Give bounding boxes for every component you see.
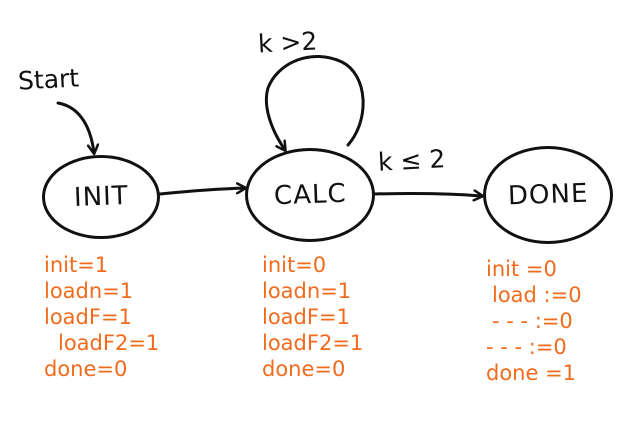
- output-line: init =0: [486, 257, 557, 281]
- init-to-calc-arrow: [158, 188, 245, 196]
- output-line: loadn=1: [262, 279, 352, 303]
- state-done-label: DONE: [507, 178, 589, 212]
- state-calc-label: CALC: [273, 178, 347, 212]
- state-init-label: INIT: [73, 181, 129, 213]
- done-outputs: init =0 load :=0 - - - :=0 - - - :=0 don…: [486, 256, 582, 386]
- output-line: loadF2=1: [262, 331, 364, 355]
- output-line: - - - :=0: [492, 309, 573, 333]
- calc-outputs: init=0 loadn=1 loadF=1 loadF2=1 done=0: [262, 252, 363, 382]
- output-line: - - - :=0: [486, 335, 567, 359]
- output-line: loadF=1: [262, 305, 350, 329]
- output-line: loadn=1: [44, 279, 134, 303]
- output-line: loadF=1: [44, 305, 132, 329]
- output-line: init=1: [44, 253, 109, 277]
- start-arrow: [56, 101, 94, 153]
- start-label: Start: [17, 63, 80, 96]
- self-loop-condition-label: k >2: [257, 26, 318, 59]
- output-line: done =1: [486, 361, 577, 385]
- output-line: init=0: [262, 253, 327, 277]
- calc-to-done-condition-label: k ≤ 2: [377, 144, 446, 177]
- output-line: done=0: [44, 357, 128, 381]
- output-line: load :=0: [492, 283, 582, 307]
- state-init: INIT: [42, 155, 160, 239]
- output-line: loadF2=1: [58, 331, 160, 355]
- calc-self-loop-arrow: [264, 55, 365, 150]
- output-line: done=0: [262, 357, 346, 381]
- calc-to-done-arrow: [372, 193, 482, 196]
- state-calc: CALC: [245, 148, 375, 242]
- init-outputs: init=1 loadn=1 loadF=1 loadF2=1 done=0: [44, 252, 159, 382]
- state-done: DONE: [483, 146, 613, 244]
